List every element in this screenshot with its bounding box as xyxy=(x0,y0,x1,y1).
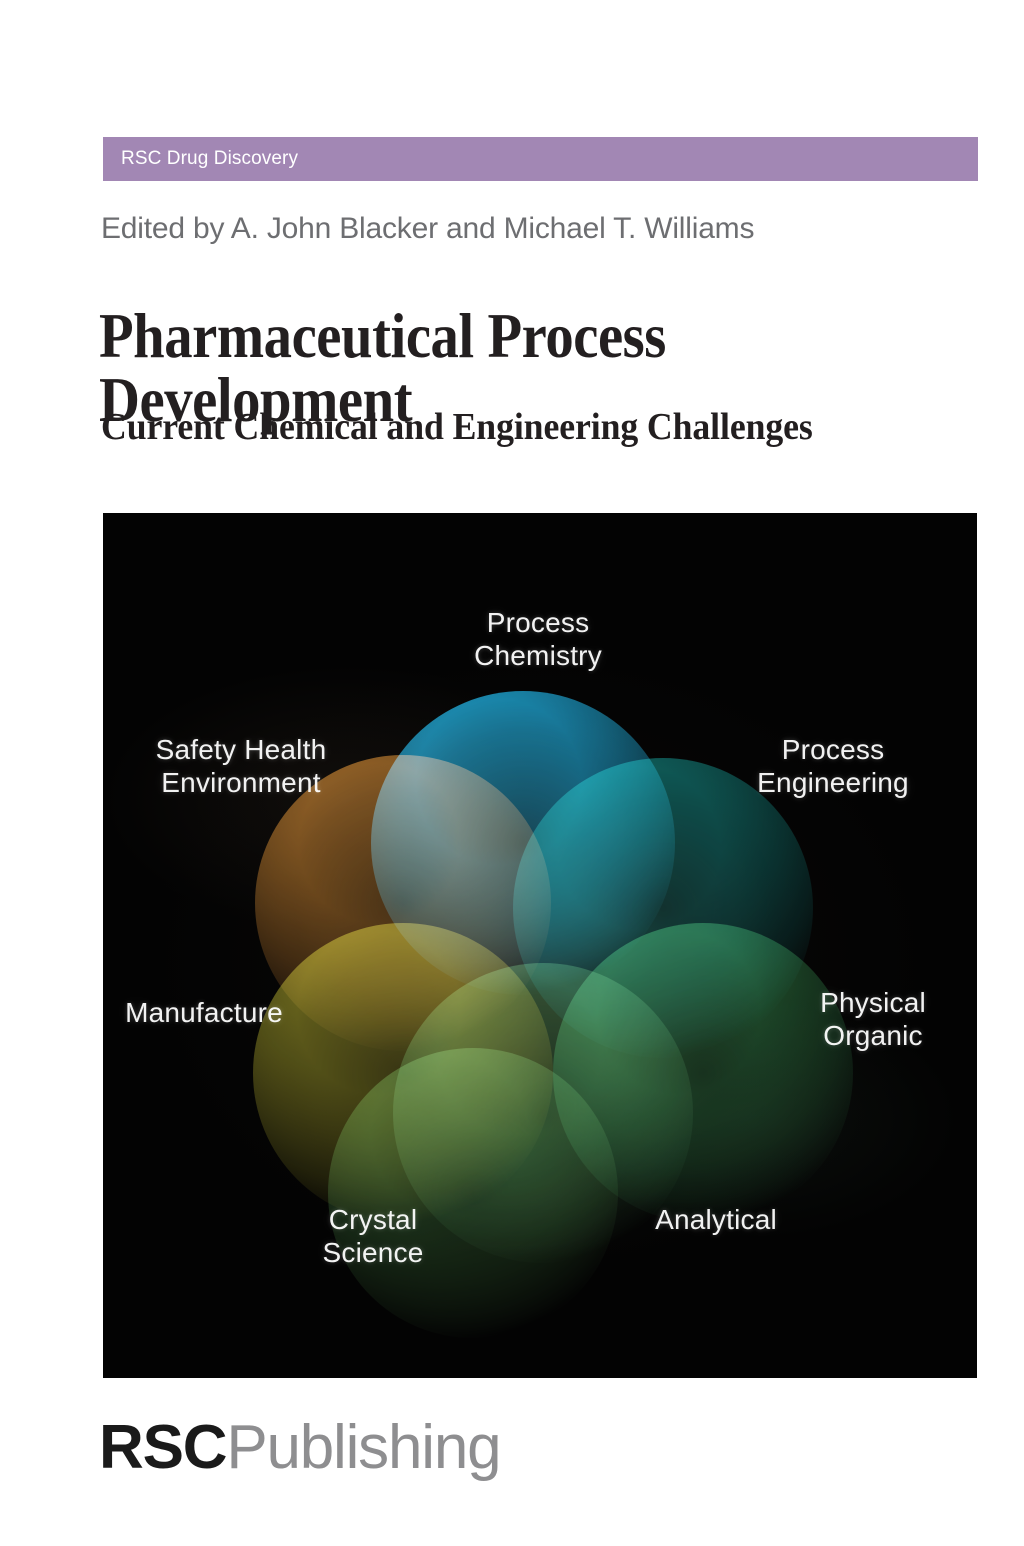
cover-artwork: Process Chemistry Safety Health Environm… xyxy=(103,513,977,1378)
label-line-2: Engineering xyxy=(757,767,909,799)
series-label: RSC Drug Discovery xyxy=(121,148,299,169)
title-line-2: Development xyxy=(99,365,413,436)
sphere-rosette-diagram xyxy=(103,513,977,1378)
artwork-sphere-blue xyxy=(371,691,675,995)
title-line-1: Pharmaceutical Process xyxy=(99,301,666,372)
label-line-1: Manufacture xyxy=(125,997,283,1028)
label-line-1: Process xyxy=(486,607,590,638)
publisher-logo-rsc: RSC xyxy=(99,1413,228,1482)
artwork-label-manufacture: Manufacture xyxy=(125,996,283,1029)
artwork-label-process-engineering: Process Engineering xyxy=(757,733,909,799)
series-banner: RSC Drug Discovery xyxy=(103,137,978,181)
artwork-label-process-chemistry: Process Chemistry xyxy=(474,606,602,672)
label-line-1: Safety Health xyxy=(155,734,327,765)
page-title: Pharmaceutical Process Development xyxy=(99,304,855,433)
label-line-2: Environment xyxy=(161,767,321,799)
label-line-1: Process xyxy=(781,734,885,765)
label-line-2: Chemistry xyxy=(474,640,602,672)
editors-line: Edited by A. John Blacker and Michael T.… xyxy=(101,212,755,245)
publisher-logo-publishing: Publishing xyxy=(226,1413,501,1482)
label-line-2: Science xyxy=(322,1236,423,1269)
publisher-logo: RSCPublishing xyxy=(99,1417,502,1479)
artwork-label-safety-health-environment: Safety Health Environment xyxy=(156,733,327,799)
page-subtitle: Current Chemical and Engineering Challen… xyxy=(101,406,813,448)
sphere-shading xyxy=(371,691,675,995)
